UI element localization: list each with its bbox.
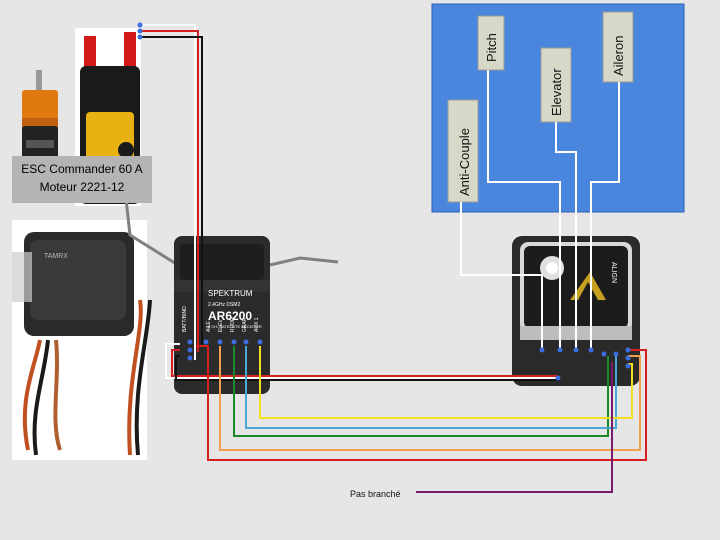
- wire-black-bus: [175, 355, 558, 381]
- wire-esc-black: [140, 36, 203, 344]
- wire-red: [196, 345, 647, 461]
- wire-green: [233, 346, 609, 437]
- satellite-brand: TAMRX: [44, 253, 68, 260]
- wire-anti-couple: [460, 202, 543, 350]
- servo-label-box-aileron: [602, 11, 634, 83]
- servo-label-aileron: Aileron: [611, 36, 626, 76]
- receiver-channel-rudd: RUDD: [230, 317, 236, 332]
- wire-blue: [245, 346, 617, 429]
- gyro-brand: ALIGN: [610, 262, 617, 283]
- receiver-channel-aile: AILE: [206, 320, 212, 332]
- motor-image: [22, 70, 58, 160]
- servo-label-box-elevator: [540, 47, 572, 123]
- wire-esc-red: [140, 30, 199, 352]
- wire-white-bus: [165, 343, 558, 379]
- receiver-channel-batt-bind: BATT/BIND: [182, 306, 188, 332]
- wire-esc-white: [140, 24, 196, 360]
- wire-orange: [219, 346, 641, 451]
- wire-yellow: [259, 346, 633, 419]
- connector-dots: [137, 22, 631, 381]
- wire-not-connected: [416, 362, 613, 493]
- servo-label-pitch: Pitch: [484, 33, 499, 62]
- bus-wires: [165, 343, 647, 493]
- esc-caption-line2: Moteur 2221-12: [39, 180, 125, 194]
- receiver-band: 2.4GHz DSM2: [208, 302, 240, 308]
- receiver-channel-aux1: AUX 1: [254, 317, 260, 332]
- servo-label-anti-couple: Anti-Couple: [457, 128, 472, 196]
- satellite-receiver-image: [12, 232, 134, 336]
- receiver-brand: SPEKTRUM: [208, 289, 253, 298]
- esc-caption-line1: ESC Commander 60 A: [21, 162, 143, 176]
- wire-red-bus: [171, 349, 558, 377]
- wire-pitch: [487, 70, 561, 350]
- receiver-channel-elev: ELEV: [218, 319, 224, 332]
- wire-aileron: [590, 82, 620, 350]
- wire-elevator: [555, 122, 577, 350]
- servo-label-box-pitch: [477, 15, 505, 71]
- esc-wires: [140, 24, 203, 360]
- esc-caption-box: ESC Commander 60 A Moteur 2221-12: [12, 156, 152, 203]
- receiver-model: AR6200: [208, 309, 252, 323]
- servo-wires: [460, 70, 620, 350]
- servo-label-box-anti-couple: [447, 99, 479, 203]
- servo-label-elevator: Elevator: [549, 68, 564, 116]
- not-connected-label: Pas branché: [350, 489, 401, 499]
- receiver-subtitle: 6 CH. SATELLITE RECEIVER: [208, 324, 262, 329]
- receiver-channel-gear: GEAR: [242, 317, 248, 332]
